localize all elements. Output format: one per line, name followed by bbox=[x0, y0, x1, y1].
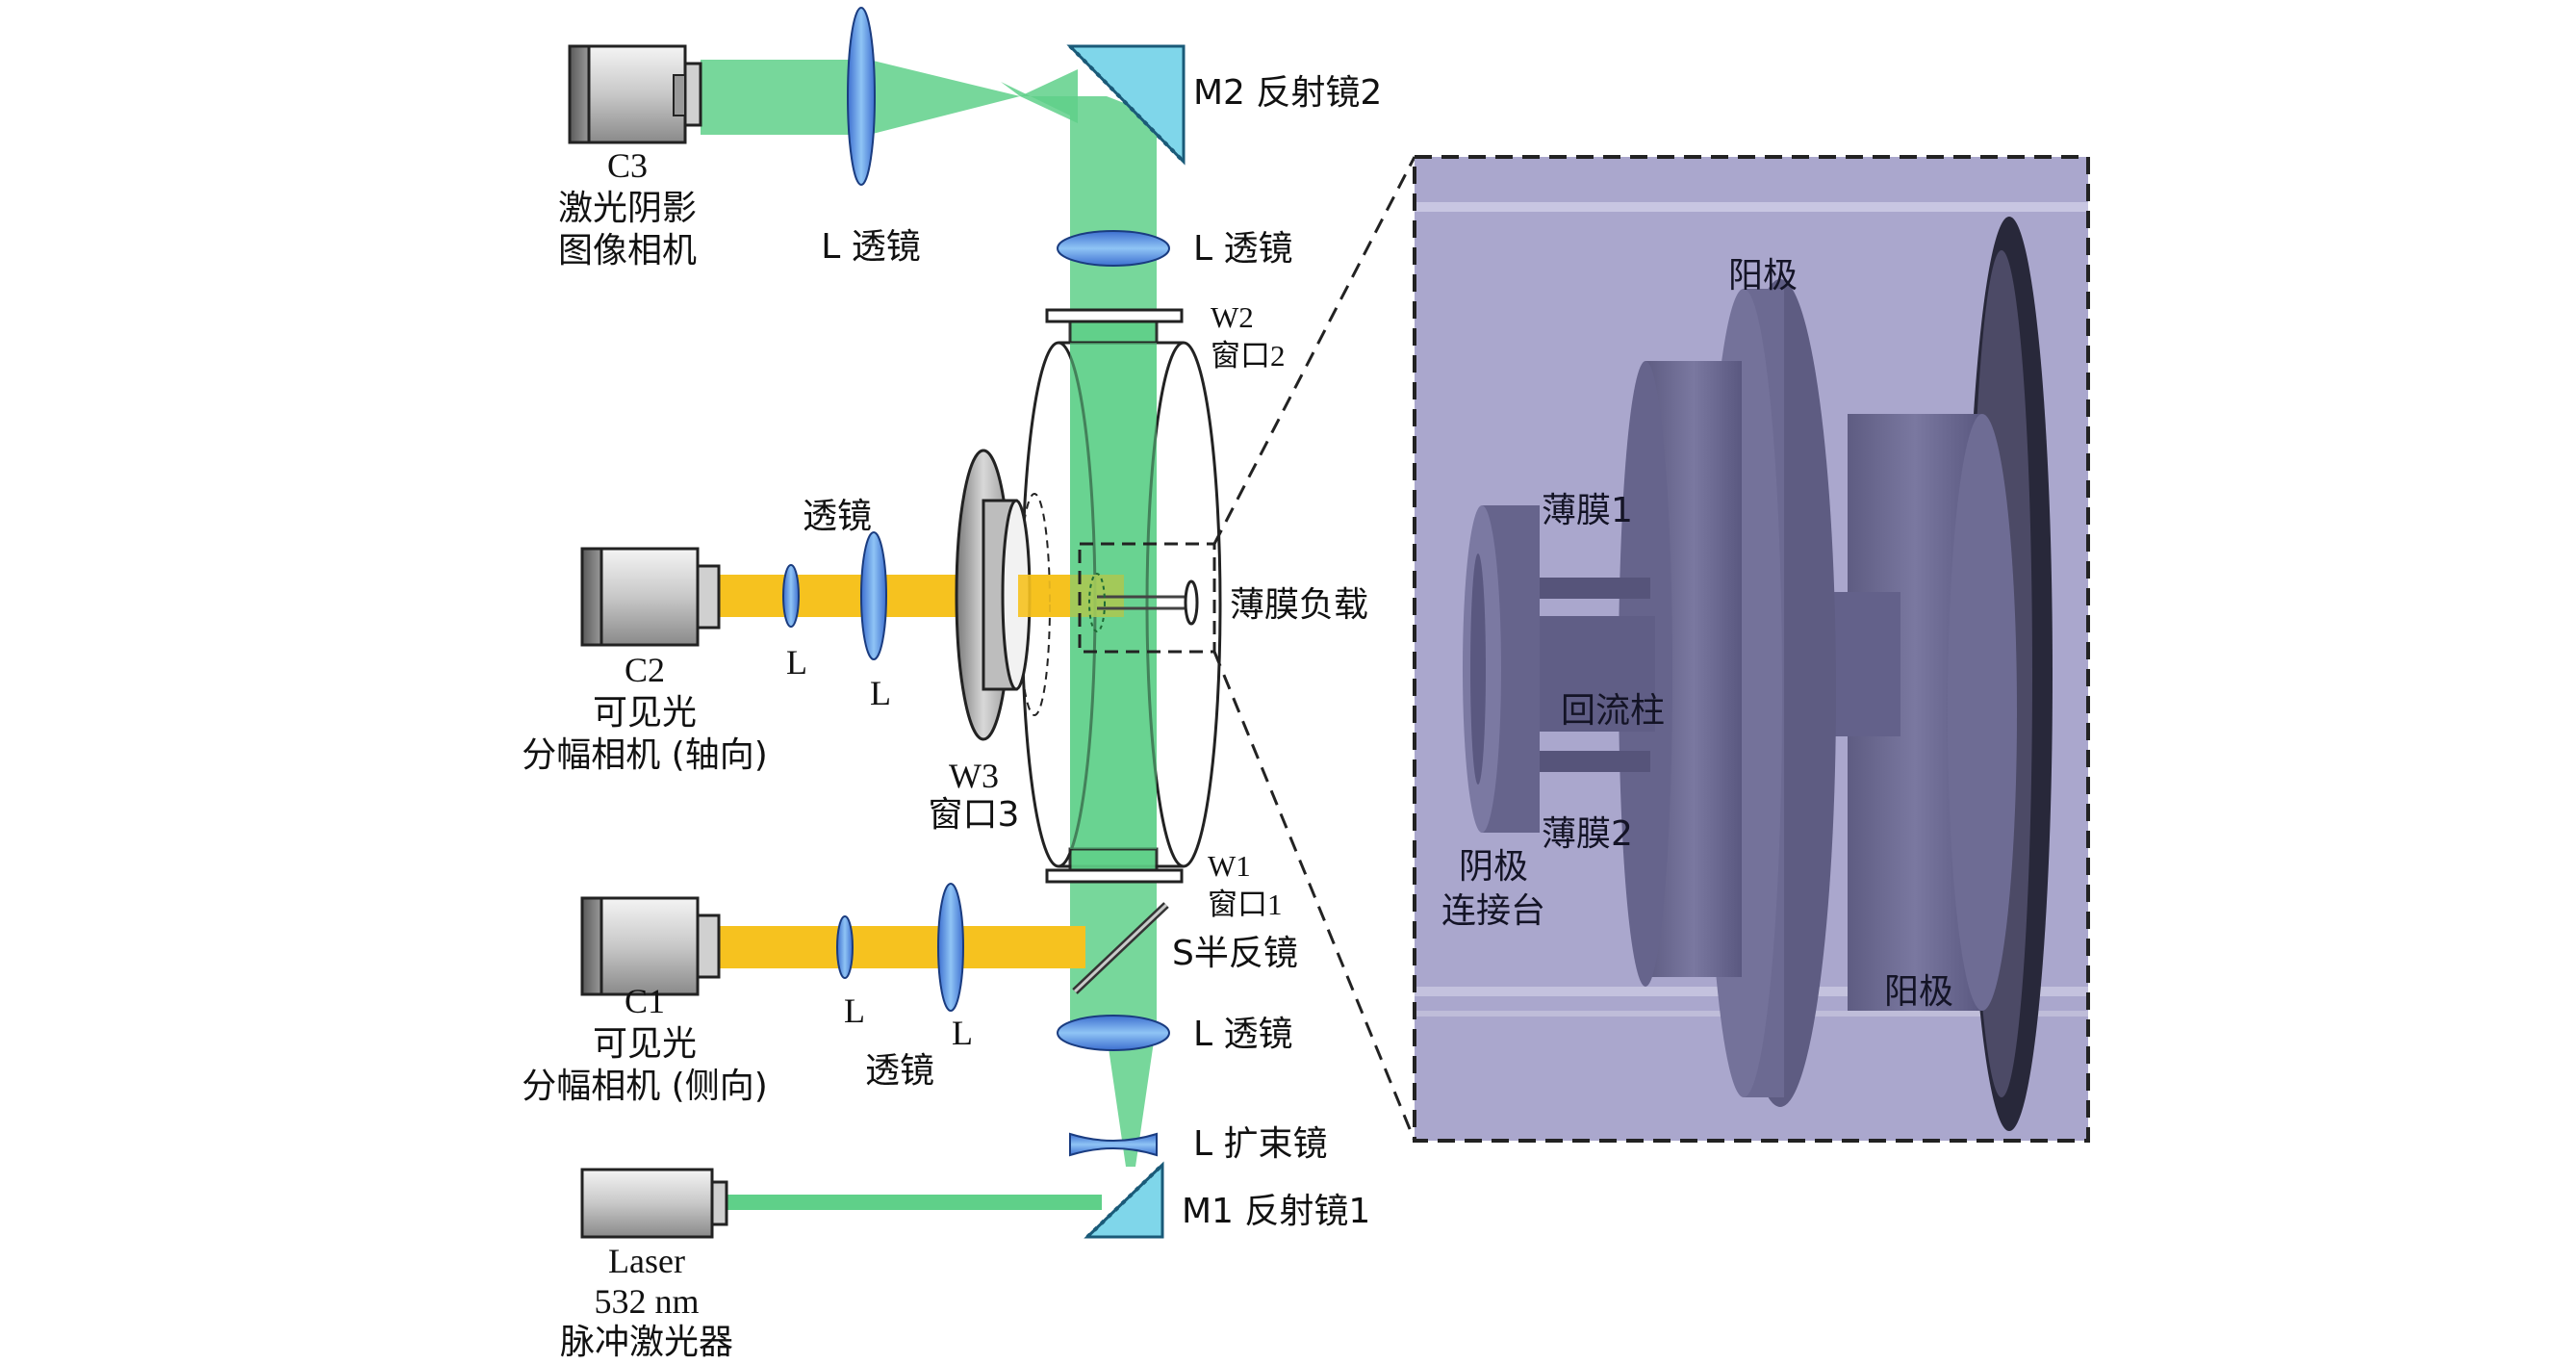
callout-line-bottom bbox=[1212, 651, 1416, 1142]
inset-anode-top-label: 阳极 bbox=[1728, 256, 1798, 296]
laser-beam bbox=[727, 1195, 1102, 1210]
window-w3 bbox=[955, 449, 1032, 741]
mirror-m1 bbox=[1084, 1161, 1164, 1239]
c2-lens2-label: L bbox=[870, 674, 891, 712]
upper-beam-lens-side bbox=[861, 58, 1020, 137]
c2-label-1: C2 bbox=[625, 651, 665, 689]
m2-label: M2 反射镜2 bbox=[1193, 73, 1382, 113]
window-w2 bbox=[1045, 308, 1184, 345]
c2-lens-title: 透镜 bbox=[803, 497, 872, 536]
inset-film1-label: 薄膜1 bbox=[1542, 491, 1633, 530]
c2-lens1-label: L bbox=[786, 643, 807, 682]
c3-label-1: C3 bbox=[607, 146, 648, 185]
lens-bottom-label: L 透镜 bbox=[1193, 1015, 1293, 1054]
inset-return-post-label: 回流柱 bbox=[1561, 691, 1665, 731]
lens-top-left-label: L 透镜 bbox=[821, 227, 921, 267]
w2-label-b: 窗口2 bbox=[1211, 339, 1286, 373]
yellow-beam-paths bbox=[720, 575, 1124, 968]
mirror-m2 bbox=[1066, 44, 1186, 166]
c1-yellow-beam bbox=[720, 926, 1085, 968]
c1-label-2: 可见光 bbox=[593, 1024, 697, 1064]
camera-c2 bbox=[580, 547, 721, 647]
c3-label-3: 图像相机 bbox=[558, 231, 697, 270]
c1-lens-1 bbox=[836, 915, 854, 979]
expanded-beam-cone bbox=[1107, 1035, 1155, 1167]
c1-lens2-label: L bbox=[952, 1014, 973, 1052]
c2-label-2: 可见光 bbox=[593, 693, 697, 733]
m1-label: M1 反射镜1 bbox=[1182, 1192, 1370, 1231]
camera-c3 bbox=[568, 44, 702, 144]
upper-beam-to-c3 bbox=[701, 60, 864, 135]
w2-label-a: W2 bbox=[1211, 300, 1254, 334]
w3-label-b: 窗口3 bbox=[929, 795, 1020, 835]
inset-photo bbox=[1415, 157, 2088, 1141]
c1-label-1: C1 bbox=[625, 982, 665, 1020]
w1-label-a: W1 bbox=[1208, 849, 1251, 883]
inset-anode-bottom-label: 阳极 bbox=[1884, 972, 1953, 1012]
expander-label: L 扩束镜 bbox=[1193, 1124, 1328, 1164]
w3-label-a: W3 bbox=[949, 757, 999, 795]
c2-label-3: 分幅相机 (轴向) bbox=[522, 735, 768, 775]
callout-line-top bbox=[1212, 156, 1416, 545]
upper-beam-to-focus bbox=[1020, 69, 1078, 123]
inset-cathode-label-a: 阴极 bbox=[1459, 847, 1528, 887]
upper-beam-converge bbox=[1001, 82, 1157, 116]
inset-frame bbox=[1413, 155, 2090, 1143]
lens-top-right-label: L 透镜 bbox=[1193, 229, 1293, 269]
lens-top-left bbox=[847, 7, 876, 186]
inset-film2-label: 薄膜2 bbox=[1542, 814, 1633, 854]
lens-bottom bbox=[1057, 1015, 1170, 1051]
inset-cathode-label-b: 连接台 bbox=[1441, 891, 1545, 931]
c3-label-2: 激光阴影 bbox=[558, 189, 697, 228]
c2-lens-1 bbox=[782, 564, 800, 628]
film-load-region bbox=[1078, 542, 1216, 654]
window-w1 bbox=[1045, 847, 1184, 884]
lens-top-right bbox=[1057, 230, 1170, 267]
w1-label-b: 窗口1 bbox=[1208, 888, 1283, 921]
laser-label-3: 脉冲激光器 bbox=[560, 1323, 733, 1362]
c2-lens-2 bbox=[860, 531, 887, 660]
film-load-label: 薄膜负载 bbox=[1230, 585, 1368, 625]
laser-label-1: Laser bbox=[608, 1242, 685, 1280]
camera-c1 bbox=[580, 896, 721, 996]
beam-expander-lens bbox=[1069, 1132, 1158, 1157]
c1-lens-title: 透镜 bbox=[865, 1051, 934, 1091]
laser-label-2: 532 nm bbox=[594, 1282, 699, 1321]
c1-lens1-label: L bbox=[844, 991, 865, 1030]
c1-label-3: 分幅相机 (侧向) bbox=[522, 1067, 768, 1106]
c1-lens-2 bbox=[937, 883, 964, 1012]
s-label: S半反镜 bbox=[1172, 934, 1298, 973]
laser-source bbox=[580, 1168, 728, 1239]
